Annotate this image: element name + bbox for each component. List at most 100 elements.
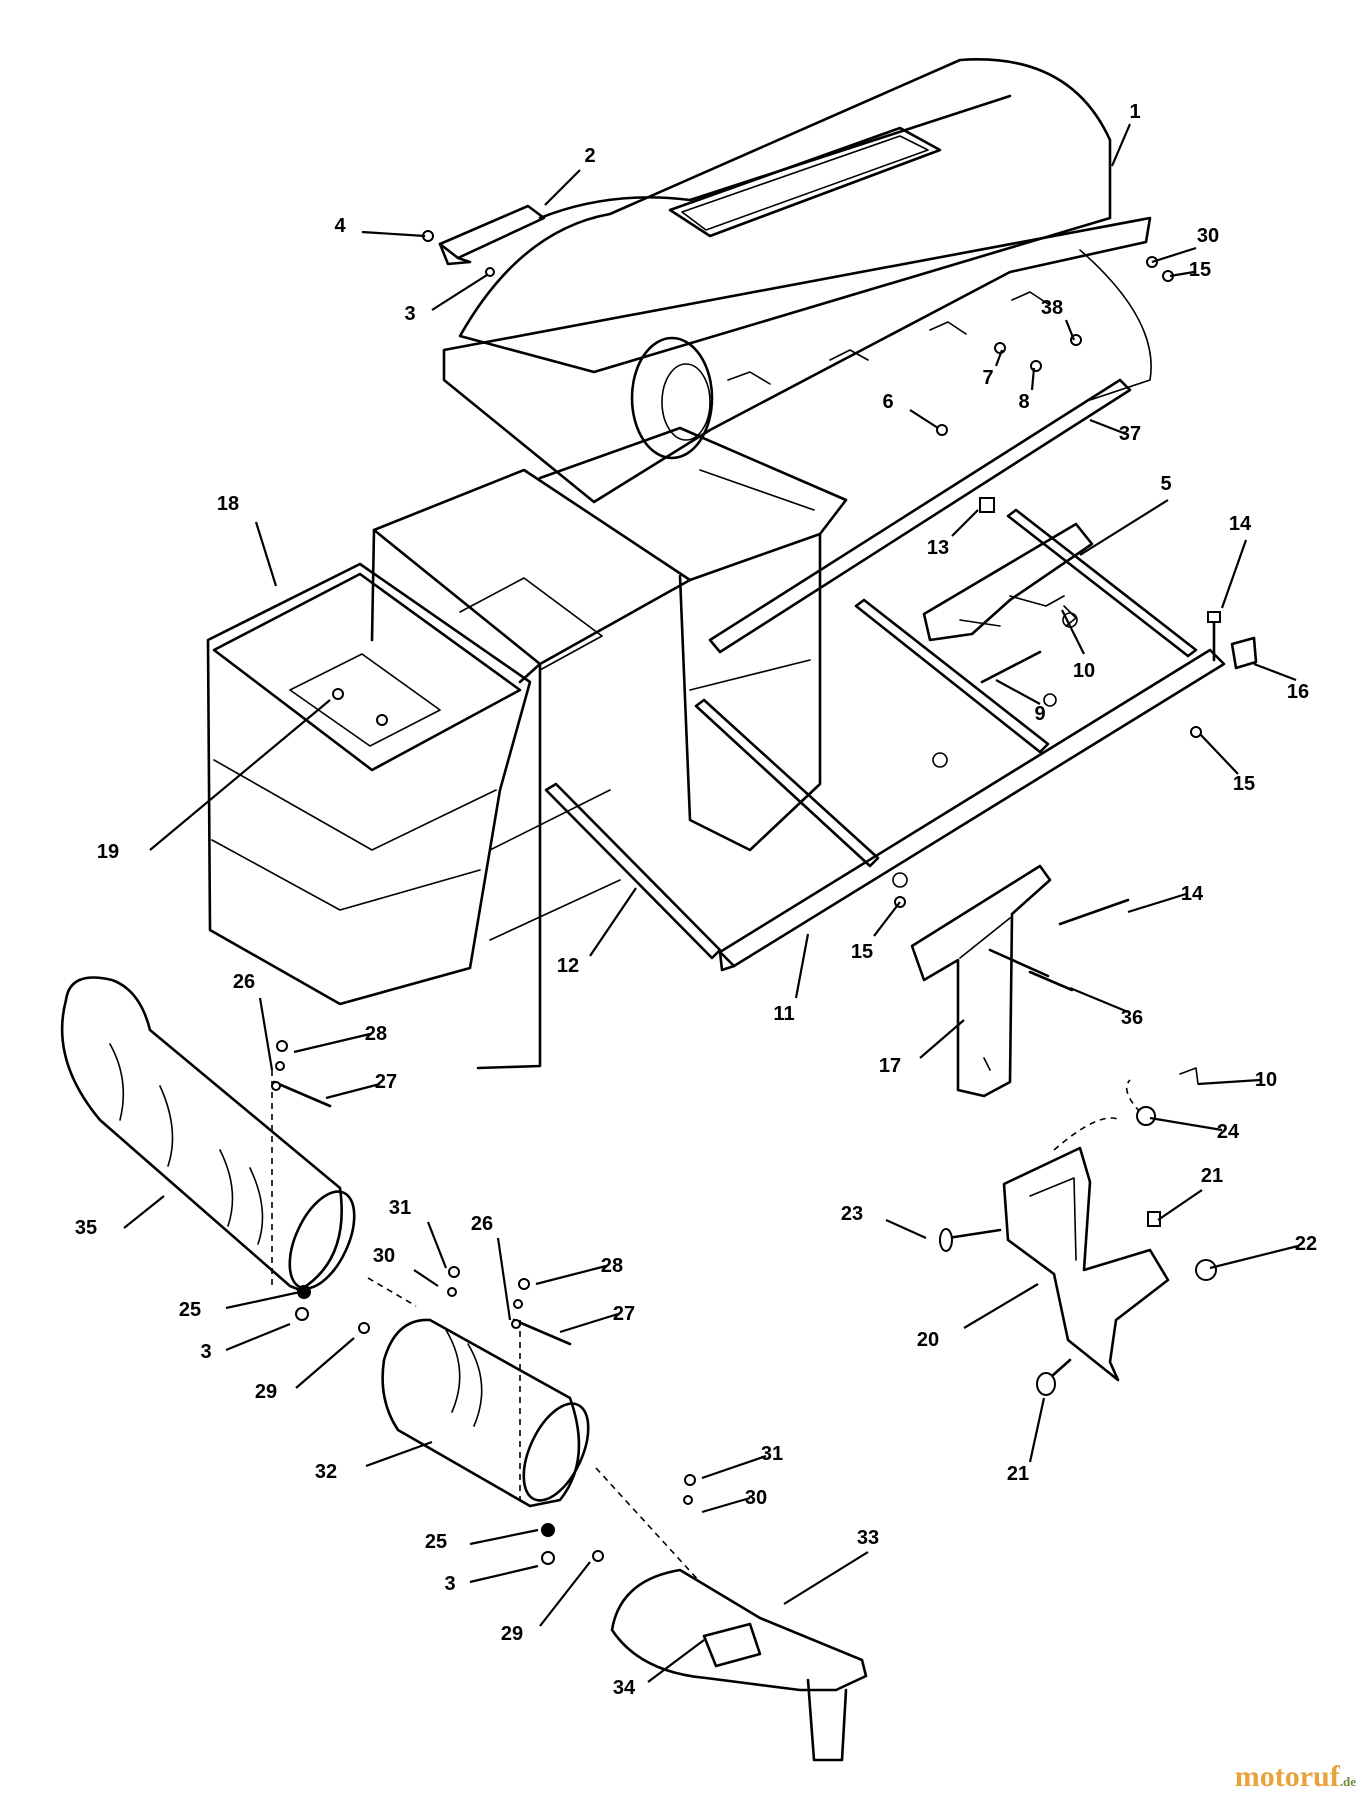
frame	[544, 378, 1226, 972]
leader-line	[325, 1082, 381, 1100]
leader-line	[225, 1322, 291, 1352]
callout-label: 7	[982, 367, 993, 389]
callout-label: 20	[917, 1329, 939, 1351]
leader-line	[258, 997, 274, 1071]
callout-c10a: 10	[1061, 609, 1095, 682]
callout-c5: 5	[1079, 473, 1172, 556]
leader-line	[365, 1440, 433, 1468]
leader-line	[885, 1218, 927, 1240]
leader-line	[1069, 986, 1129, 1014]
leader-line	[413, 1269, 439, 1287]
callout-label: 3	[404, 303, 415, 325]
callout-label: 26	[233, 971, 255, 993]
leader-line	[225, 1290, 301, 1310]
callout-label: 38	[1041, 297, 1063, 319]
leader-line	[873, 901, 901, 937]
callout-label: 10	[1073, 660, 1095, 682]
callout-c14b: 14	[1127, 883, 1204, 914]
callout-label: 29	[501, 1623, 523, 1645]
leader-line	[496, 1237, 512, 1321]
callout-c28b: 28	[535, 1255, 623, 1286]
leader-line	[1061, 609, 1085, 655]
callout-c21a: 21	[1157, 1165, 1223, 1221]
callout-label: 1	[1129, 101, 1140, 123]
bracket-5	[922, 522, 1094, 642]
callout-label: 6	[882, 391, 893, 413]
leader-line	[1028, 1397, 1046, 1463]
callout-c12: 12	[557, 887, 637, 977]
callout-label: 15	[851, 941, 873, 963]
callout-label: 5	[1160, 473, 1171, 495]
parts-drawing	[60, 58, 1258, 1762]
leader-line	[1253, 662, 1297, 682]
callout-c24: 24	[1149, 1116, 1240, 1143]
callout-label: 24	[1217, 1121, 1240, 1143]
callout-label: 36	[1121, 1007, 1143, 1029]
leader-line	[1079, 499, 1169, 556]
callout-c30b: 30	[373, 1245, 439, 1287]
callout-label: 22	[1295, 1233, 1317, 1255]
callout-label: 4	[334, 215, 346, 237]
leader-line	[1197, 1078, 1261, 1086]
callout-label: 10	[1255, 1069, 1277, 1091]
callout-label: 9	[1034, 703, 1045, 725]
callout-c37: 37	[1089, 418, 1141, 445]
leader-line	[535, 1264, 607, 1286]
callout-label: 30	[1197, 225, 1219, 247]
callout-label: 13	[927, 537, 949, 559]
callout-label: 37	[1119, 423, 1141, 445]
chute-tube-35	[60, 976, 356, 1292]
leader-line	[469, 1528, 539, 1546]
callout-c27b: 27	[559, 1303, 635, 1334]
callout-label: 28	[601, 1255, 623, 1277]
callout-label: 27	[613, 1303, 635, 1325]
callout-c20: 20	[917, 1283, 1039, 1351]
leader-line	[426, 1221, 448, 1269]
chute-tube-32	[367, 1277, 590, 1508]
leader-line	[909, 409, 939, 429]
callout-c2: 2	[544, 145, 596, 206]
callout-label: 3	[200, 1341, 211, 1363]
callout-c30c: 30	[701, 1487, 767, 1514]
leader-line	[919, 1019, 965, 1059]
clamp-hardware	[271, 1040, 696, 1505]
callout-c34: 34	[613, 1639, 705, 1699]
callout-label: 3	[444, 1573, 455, 1595]
callout-c28a: 28	[293, 1023, 387, 1054]
callout-label: 25	[425, 1531, 447, 1553]
discharge-spout	[595, 1467, 868, 1762]
callout-label: 35	[75, 1217, 97, 1239]
leader-line	[254, 521, 278, 587]
mount-bracket	[1002, 1079, 1170, 1382]
callout-c26a: 26	[233, 971, 274, 1071]
leader-line	[1089, 418, 1127, 436]
callout-label: 33	[857, 1527, 879, 1549]
callout-label: 29	[255, 1381, 277, 1403]
leader-line	[1149, 1116, 1223, 1132]
callout-label: 21	[1201, 1165, 1223, 1187]
leader-line	[1151, 246, 1197, 264]
callout-label: 15	[1189, 259, 1211, 281]
callout-c32: 32	[315, 1440, 433, 1483]
callout-c3b: 3	[200, 1322, 291, 1363]
leader-line	[1127, 892, 1187, 914]
leader-line	[539, 1561, 591, 1627]
leader-line	[701, 1496, 751, 1514]
callout-c6: 6	[882, 391, 939, 429]
leader-line	[1157, 1189, 1203, 1221]
callout-c26b: 26	[471, 1213, 512, 1321]
leader-line	[559, 1312, 619, 1334]
leader-line	[647, 1639, 705, 1683]
callout-c16: 16	[1253, 662, 1309, 703]
callout-c15c: 15	[851, 901, 901, 963]
leader-line	[1169, 270, 1195, 278]
callout-label: 23	[841, 1203, 863, 1225]
callout-label: 16	[1287, 681, 1309, 703]
callout-c25a: 25	[179, 1290, 301, 1321]
callout-label: 28	[365, 1023, 387, 1045]
callout-label: 2	[584, 145, 595, 167]
leader-line	[295, 1337, 355, 1389]
callout-label: 31	[389, 1197, 411, 1219]
leader-line	[589, 887, 637, 957]
